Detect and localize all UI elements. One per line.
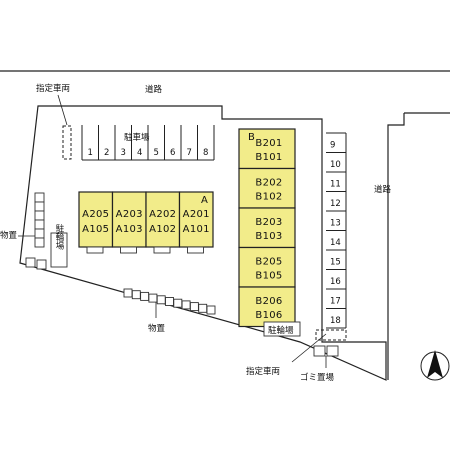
parking-space-number: 3 [121,148,126,158]
unit-number: B205 [255,257,282,268]
storage-label-bottom: 物置 [148,323,166,334]
storage-shed [173,298,183,308]
storage-shed [131,290,141,300]
storage-shed [198,303,208,313]
bicycle-parking-left [50,232,68,268]
parking-space-number: 6 [170,148,175,158]
storage-shed [206,305,216,315]
unit-number: A203 [116,209,143,220]
unit-number: B201 [255,138,282,149]
parking-space-number: 1 [88,148,93,158]
garbage-bin-1 [313,345,326,357]
building-a-unit [145,191,181,248]
road-label-right: 道路 [374,184,392,195]
parking-space-number: 13 [330,219,341,229]
unit-number: A103 [116,224,143,235]
storage-shed [34,237,45,248]
parking-space-number: 8 [203,148,208,158]
storage-shed [189,302,199,312]
storage-shed [34,192,45,203]
meter-box [86,246,104,254]
building-a-label: A [201,195,208,206]
unit-number: A102 [149,224,176,235]
building-a-unit [78,191,114,248]
building-b-label: B [248,132,255,143]
parking-space-number: 7 [187,148,192,158]
building-b-unit [238,246,296,288]
unit-number: B102 [255,192,282,203]
storage-shed [165,297,174,306]
storage-shed [181,300,191,310]
parking-space-number: 16 [330,277,341,287]
storage-left [18,192,47,270]
parking-space-number: 4 [137,148,142,158]
designated-vehicle-leader-bottom [291,333,327,363]
meter-box [120,246,137,254]
storage-shed [140,291,150,301]
building-a-unit [111,191,147,248]
parking-space-number: 15 [330,258,341,268]
designated-vehicle-space-top [62,125,72,160]
parking-top: 1 2 3 4 5 6 7 8 [81,125,215,161]
unit-number: B202 [255,178,282,189]
parking-space-number: 17 [330,297,341,307]
unit-number: B203 [255,217,282,228]
garbage-label: ゴミ置場 [300,372,335,383]
parking-space-number: 14 [330,238,341,248]
storage-bottom [123,288,216,315]
storage-shed [156,295,166,305]
designated-vehicle-leader-top [57,94,68,126]
storage-shed [148,293,158,303]
garbage-bin-2 [326,345,339,357]
parking-label-top: 駐車場 [124,132,150,143]
designated-vehicle-space-bottom [315,329,347,341]
storage-shed [36,259,47,270]
unit-number: A202 [149,209,176,220]
building-b-unit [238,286,296,328]
building-b-unit [238,207,296,249]
unit-number: B103 [255,231,282,242]
storage-shed [25,257,36,268]
unit-number: B106 [255,310,282,321]
road-label-top: 道路 [145,84,163,95]
parking-space-number: 18 [330,316,341,326]
storage-shed [34,210,45,221]
unit-number: B101 [255,152,282,163]
unit-number: B206 [255,296,282,307]
meter-box [187,246,204,254]
unit-number: A205 [82,209,109,220]
storage-shed [34,201,45,212]
unit-number: B105 [255,271,282,282]
parking-space-number: 9 [330,141,335,151]
storage-shed [123,288,133,298]
bicycle-label-left: 駐輪場 [54,224,64,251]
building-b-unit [238,128,296,170]
bicycle-label-bottom: 駐輪場 [268,325,294,336]
designated-vehicle-label-bottom: 指定車両 [246,366,281,377]
meter-box [153,246,171,254]
parking-space-number: 12 [330,199,341,209]
parking-space-number: 2 [104,148,109,158]
parking-space-number: 10 [330,160,341,170]
north-arrow-icon [420,350,450,381]
unit-number: A201 [183,209,210,220]
storage-shed [34,219,45,230]
bicycle-parking-bottom [263,321,301,337]
parking-right: 9 10 11 12 13 14 15 16 17 18 [326,132,347,329]
designated-vehicle-label-top: 指定車両 [36,83,71,94]
storage-label-left: 物置 [0,230,18,241]
unit-number: A105 [82,224,109,235]
parking-space-number: 11 [330,180,341,190]
parking-space-number: 5 [154,148,159,158]
unit-number: A101 [183,224,210,235]
storage-shed [34,228,45,239]
road-edge-right [387,113,405,380]
